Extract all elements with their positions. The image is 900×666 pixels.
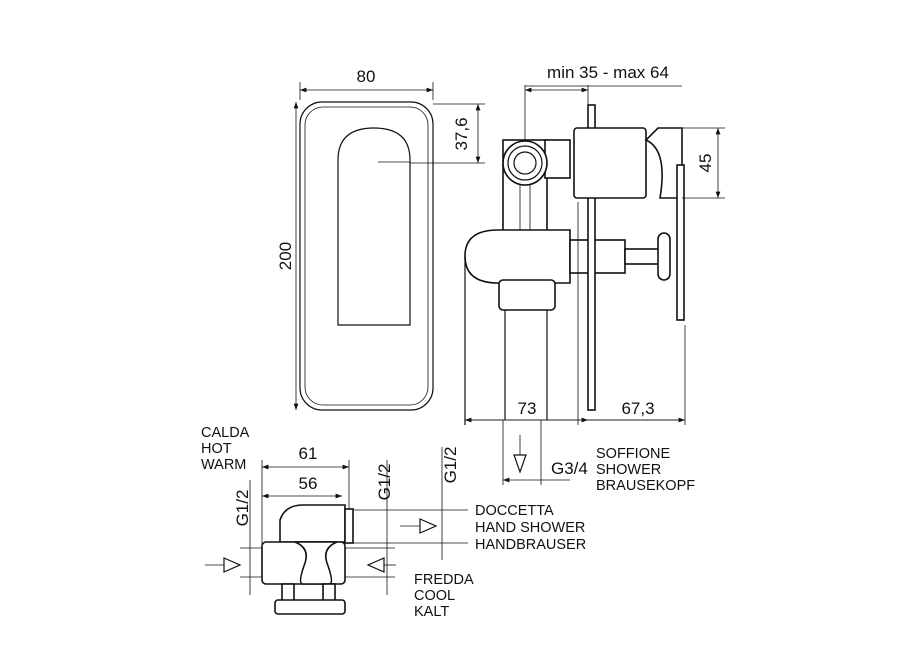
- outlet-fitting: [498, 279, 556, 311]
- valve-body: [464, 229, 571, 284]
- shower-label-it: SOFFIONE: [596, 446, 670, 462]
- slot-offset-dimension: 37,6: [452, 117, 471, 150]
- shower-thread-label: G3/4: [551, 459, 588, 478]
- rear-depth-dimension: 73: [518, 399, 537, 418]
- inlet-fitting: [502, 140, 548, 186]
- right-thread-label: G1/2: [441, 447, 460, 484]
- lever-blade: [676, 164, 685, 321]
- height-dimension: 200: [276, 242, 295, 270]
- hot-label-it: CALDA: [201, 425, 250, 441]
- outflow-arrow-icon: [513, 454, 527, 474]
- diverter-knob: [657, 232, 671, 281]
- shower-outlet-callout: G3/4 SOFFIONE SHOWER BRAUSEKOPF: [502, 420, 695, 494]
- mid-thread-label: G1/2: [375, 464, 394, 501]
- hot-inlet-arrow-icon: [223, 557, 242, 573]
- depth-range-dimension: min 35 - max 64: [547, 63, 669, 82]
- cover-plate: [299, 101, 434, 411]
- hand-shower-label-it: DOCCETTA: [475, 503, 554, 519]
- lever-handle: [644, 127, 683, 199]
- hand-shower-label-de: HANDBRAUSER: [475, 537, 586, 553]
- outer-width-dimension: 61: [299, 444, 318, 463]
- hand-shower-label-en: HAND SHOWER: [475, 520, 585, 536]
- mixer-body: [573, 127, 647, 199]
- bottom-view: CALDA HOT WARM 61 56 G1/2 G1/2 G1/2 DOCC…: [201, 425, 586, 620]
- hand-shower-nut: [344, 508, 354, 544]
- width-dimension: 80: [357, 67, 376, 86]
- wall-plate: [587, 104, 596, 411]
- handle-slot: [337, 127, 411, 326]
- shower-label-en: SHOWER: [596, 462, 661, 478]
- shower-label-de: BRAUSEKOPF: [596, 478, 695, 494]
- side-view: min 35 - max 64 45 73 67,3: [464, 63, 725, 425]
- cold-label-it: FREDDA: [414, 572, 474, 588]
- cold-inlet-arrow-icon: [366, 557, 385, 573]
- hot-label-en: HOT: [201, 441, 232, 457]
- handle-height-dimension: 45: [696, 154, 715, 173]
- cold-label-en: COOL: [414, 588, 455, 604]
- base-flange: [274, 599, 346, 615]
- cold-label-de: KALT: [414, 604, 449, 620]
- hand-shower-arrow-icon: [419, 518, 438, 534]
- left-thread-label: G1/2: [233, 490, 252, 527]
- front-depth-dimension: 67,3: [621, 399, 654, 418]
- hot-label-de: WARM: [201, 457, 246, 473]
- inner-width-dimension: 56: [299, 474, 318, 493]
- front-view: 80 200 37,6: [276, 67, 485, 411]
- elbow-fitting: [279, 504, 346, 543]
